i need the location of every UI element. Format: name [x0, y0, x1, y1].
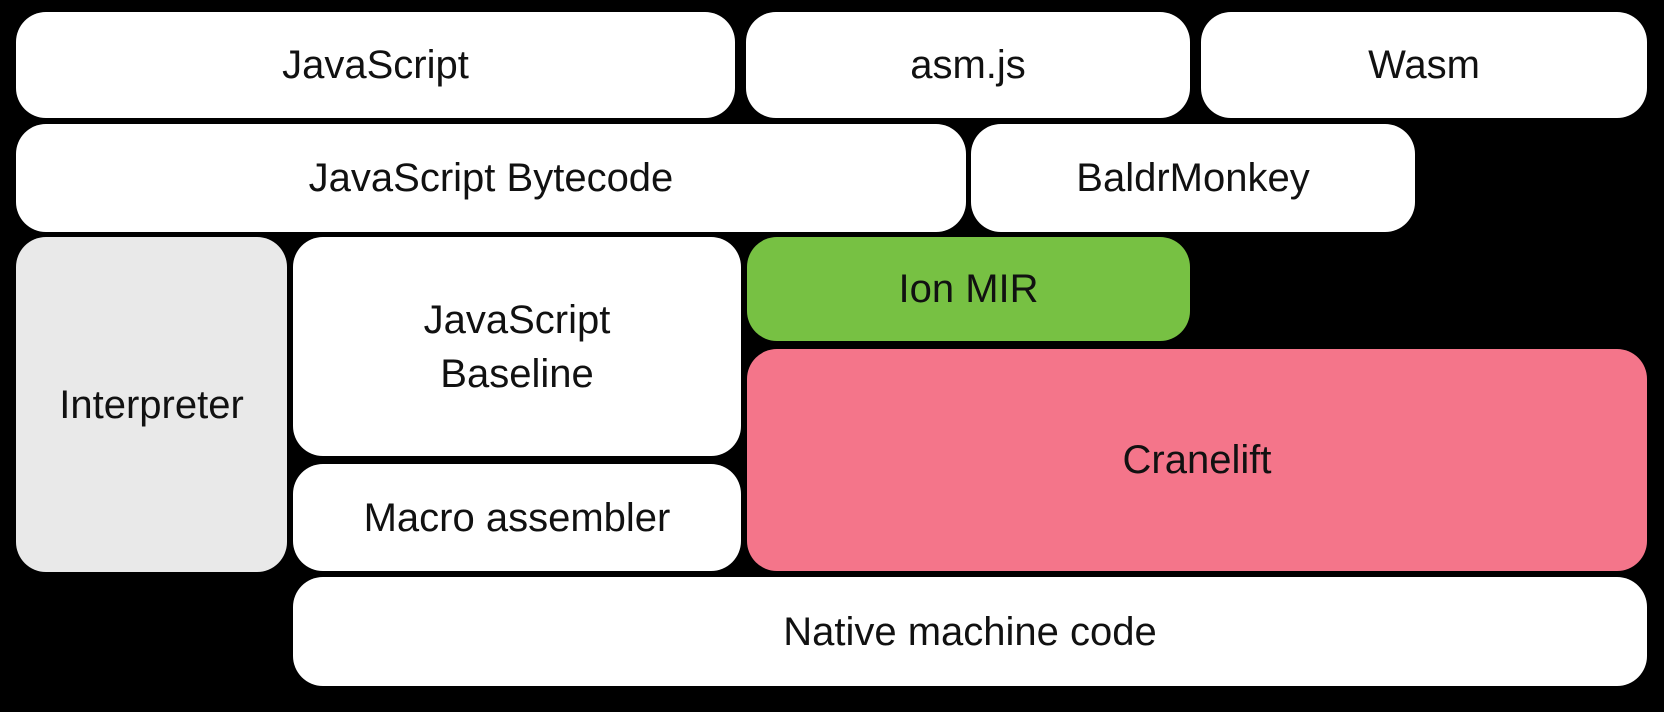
- block-javascript-bytecode-label: JavaScript Bytecode: [308, 156, 674, 200]
- block-javascript-bytecode: JavaScript Bytecode: [16, 124, 966, 232]
- block-javascript: JavaScript: [16, 12, 735, 118]
- block-asmjs: asm.js: [746, 12, 1190, 118]
- block-asmjs-label: asm.js: [910, 43, 1026, 87]
- block-wasm-label: Wasm: [1368, 43, 1480, 87]
- block-cranelift: Cranelift: [747, 349, 1647, 571]
- block-javascript-baseline-line1: JavaScript: [423, 297, 611, 342]
- block-javascript-baseline-line2: Baseline: [440, 351, 594, 396]
- block-interpreter-label: Interpreter: [59, 382, 244, 427]
- block-javascript-label: JavaScript: [282, 43, 469, 87]
- block-cranelift-label: Cranelift: [1122, 438, 1272, 482]
- block-macro-assembler: Macro assembler: [293, 464, 741, 571]
- block-wasm: Wasm: [1201, 12, 1647, 118]
- block-interpreter: Interpreter: [16, 237, 287, 572]
- block-macro-assembler-label: Macro assembler: [363, 495, 671, 540]
- block-baldrmonkey: BaldrMonkey: [971, 124, 1415, 232]
- block-javascript-baseline: JavaScript Baseline: [293, 237, 741, 456]
- block-native-machine-code: Native machine code: [293, 577, 1647, 686]
- block-native-machine-code-label: Native machine code: [783, 609, 1157, 654]
- block-baldrmonkey-label: BaldrMonkey: [1076, 156, 1310, 200]
- block-ion-mir-label: Ion MIR: [898, 267, 1039, 311]
- block-ion-mir: Ion MIR: [747, 237, 1190, 341]
